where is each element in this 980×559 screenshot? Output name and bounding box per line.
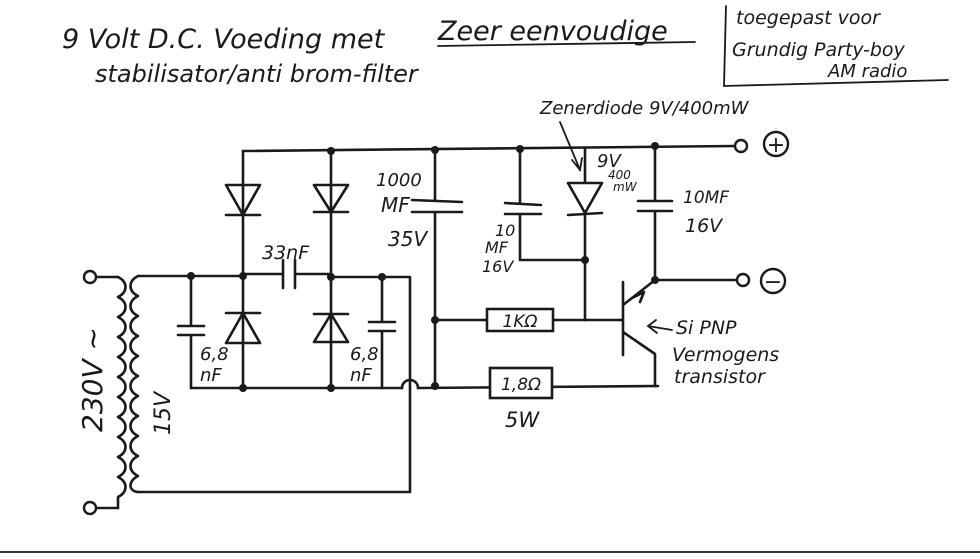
transformer-primary-coil: [116, 275, 127, 510]
positive-rail-wire: [241, 144, 736, 153]
wire-crossover: [400, 378, 420, 390]
transistor-label-b: Vermogens: [672, 344, 779, 366]
mains-terminal-top: [82, 269, 98, 285]
capacitor-33nf-symbol: [241, 258, 333, 290]
positive-terminal: [733, 138, 749, 154]
negative-rail-wire: [189, 384, 660, 390]
minus-symbol-circle: [759, 267, 787, 295]
capacitor-6n8-left-symbol: [176, 274, 206, 390]
plus-symbol-circle: [762, 130, 790, 158]
title-line1-b: Zeer eenvoudige: [437, 16, 668, 47]
resistor-1k-body: [485, 307, 555, 333]
capacitor-10uf-mid-label-b: MF: [485, 238, 509, 257]
primary-voltage-label: 230V ~: [76, 327, 109, 432]
note-line3: AM radio: [827, 61, 907, 82]
title-underline: [437, 41, 696, 47]
transistor-label-c: transistor: [674, 366, 766, 388]
capacitor-1000uf-label-c: 35V: [388, 227, 428, 251]
transistor-emitter-lead: [621, 278, 657, 307]
capacitor-10uf-out-symbol: [636, 144, 674, 282]
zener-pointer-arrow: [559, 121, 583, 173]
junction-dots: [187, 142, 659, 392]
zener-diode-symbol: [566, 146, 604, 322]
capacitor-33nf-label: 33nF: [262, 242, 310, 264]
primary-leads: [94, 275, 120, 510]
capacitor-10uf-mid-label-a: 10: [495, 221, 515, 240]
transistor-pointer-arrow: [646, 319, 673, 334]
capacitor-10uf-mid-label-c: 16V: [482, 257, 514, 276]
diode-bottom-right-symbol: [312, 312, 350, 344]
secondary-voltage-label: 15V: [151, 390, 176, 435]
capacitor-1000uf-label-a: 1000: [376, 170, 422, 191]
capacitor-10uf-out-label-b: 16V: [685, 215, 724, 237]
capacitor-6n8-left-unit: nF: [200, 365, 222, 386]
resistor-1r8-body: [488, 366, 554, 400]
resistor-1k-label: 1KΩ: [503, 312, 538, 332]
capacitor-10uf-out-label-a: 10MF: [683, 188, 729, 208]
capacitor-1000uf-symbol: [410, 149, 464, 388]
capacitor-10uf-mid-symbol: [503, 147, 587, 262]
note-line1: toegepast voor: [736, 7, 881, 29]
diode-top-right-symbol: [312, 183, 350, 214]
negative-terminal: [735, 272, 751, 288]
mains-terminal-bottom: [82, 500, 98, 516]
resistor-1r8-power: 5W: [505, 408, 540, 432]
transistor-collector-lead: [621, 330, 657, 388]
transistor-emitter-arrow: [630, 290, 646, 304]
resistor-1r8-label: 1,8Ω: [501, 375, 541, 395]
transistor-label-a: Si PNP: [676, 317, 737, 339]
capacitor-6n8-left-value: 6,8: [200, 344, 229, 365]
zener-power-label-b: mW: [613, 180, 638, 194]
zener-header-label: Zenerdiode 9V/400mW: [539, 98, 750, 119]
capacitor-6n8-right-unit: nF: [350, 365, 372, 386]
capacitor-6n8-right-value: 6,8: [350, 344, 379, 365]
zener-power-label-a: 400: [608, 168, 631, 182]
title-line2: stabilisator/anti brom-filter: [95, 60, 420, 88]
zener-voltage-label: 9V: [597, 151, 622, 172]
note-border: [723, 5, 949, 87]
title-line1-a: 9 Volt D.C. Voeding met: [62, 24, 386, 55]
capacitor-6n8-right-symbol: [367, 275, 397, 390]
minus-symbol: −: [764, 270, 782, 295]
transformer-secondary-coil: [129, 274, 140, 494]
plus-symbol: +: [767, 133, 785, 158]
diode-bottom-left-symbol: [224, 311, 262, 345]
diode-top-left-symbol: [224, 183, 262, 217]
note-line2: Grundig Party-boy: [732, 39, 906, 61]
capacitor-1000uf-label-b: MF: [381, 193, 410, 217]
